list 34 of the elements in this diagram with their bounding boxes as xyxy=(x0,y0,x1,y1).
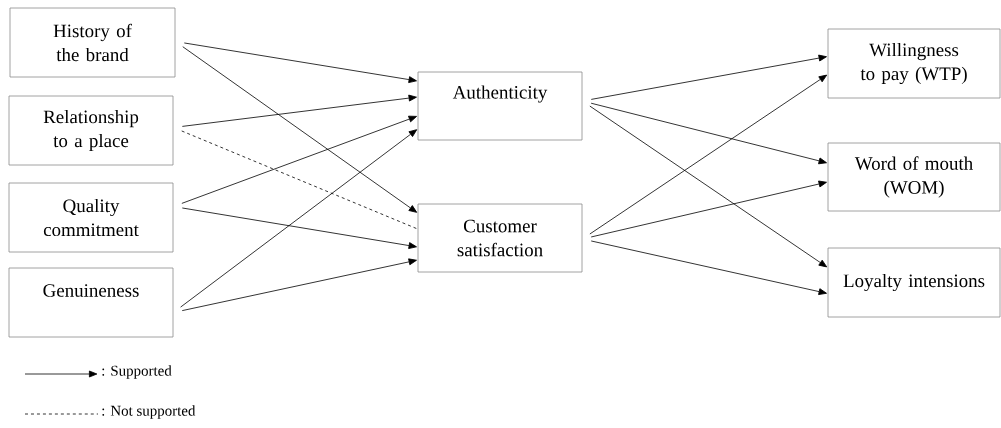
box xyxy=(827,247,1001,318)
box-label: Word of mouth (WOM) xyxy=(854,156,973,198)
arrow xyxy=(183,42,417,83)
arrow xyxy=(590,180,827,238)
box xyxy=(827,28,1001,99)
box-label: Genuineness xyxy=(43,284,139,297)
legend-text: : Not supported xyxy=(102,405,196,419)
box xyxy=(8,95,174,166)
legend-text: : Supported xyxy=(102,365,172,379)
box-label: Relationship to a place xyxy=(43,110,139,152)
box xyxy=(417,71,583,141)
box-label: Quality commitment xyxy=(43,198,139,237)
arrow xyxy=(181,258,417,311)
arrow xyxy=(589,74,828,235)
box xyxy=(8,267,174,338)
dashed-line xyxy=(181,130,418,230)
box xyxy=(827,142,1001,212)
box xyxy=(8,182,174,253)
arrow xyxy=(590,54,827,100)
box xyxy=(417,203,583,273)
arrow xyxy=(590,102,827,165)
box-label: Willingness to pay (WTP) xyxy=(860,42,967,85)
arrow xyxy=(180,129,418,308)
box xyxy=(9,7,176,78)
box-label: History of the brand xyxy=(53,23,132,62)
box-label: Authenticity xyxy=(452,85,548,103)
arrow xyxy=(181,115,417,204)
arrow xyxy=(589,105,828,268)
arrow xyxy=(181,94,417,127)
arrow xyxy=(181,207,417,249)
box-label: Customer satisfaction xyxy=(457,219,543,257)
arrow xyxy=(182,46,418,213)
box-label: Loyalty intensions xyxy=(843,273,985,292)
arrow xyxy=(590,240,827,295)
